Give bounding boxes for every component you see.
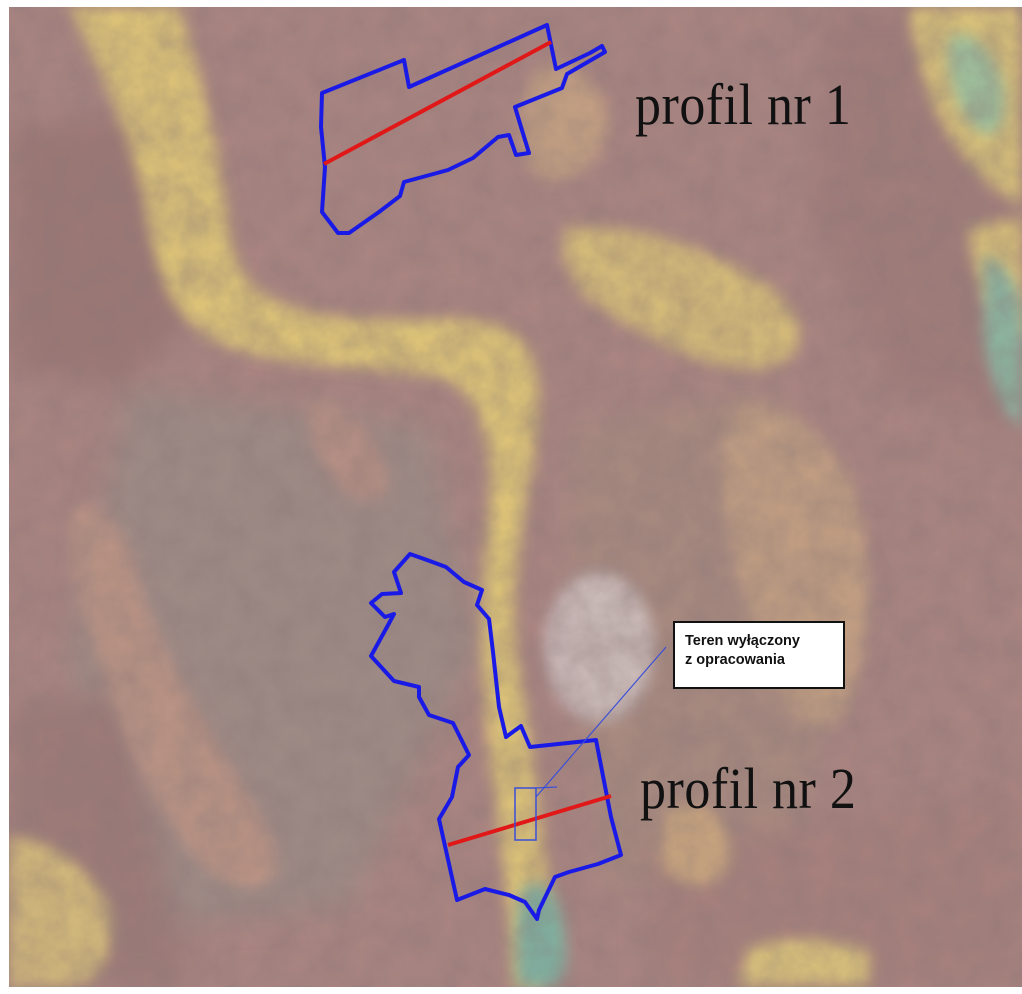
profile-line-1 [323,40,552,166]
area-2-boundary [369,552,623,921]
area-1-boundary [319,23,607,235]
excluded-area-callout: Teren wyłączony z opracowania [673,621,845,689]
excluded-area-rect [514,787,537,841]
callout-line-2: z opracowania [685,652,785,668]
callout-line-1: Teren wyłączony [685,633,800,649]
callout-leader-line [535,646,667,798]
elevation-map: profil nr 1 profil nr 2 Teren wyłączony … [9,7,1022,987]
profile-2-label: profil nr 2 [640,757,857,822]
shaded-relief-map [9,7,1022,987]
excluded-area-tick [534,786,558,789]
profile-1-label: profil nr 1 [635,73,852,138]
profile-line-2 [447,794,612,847]
